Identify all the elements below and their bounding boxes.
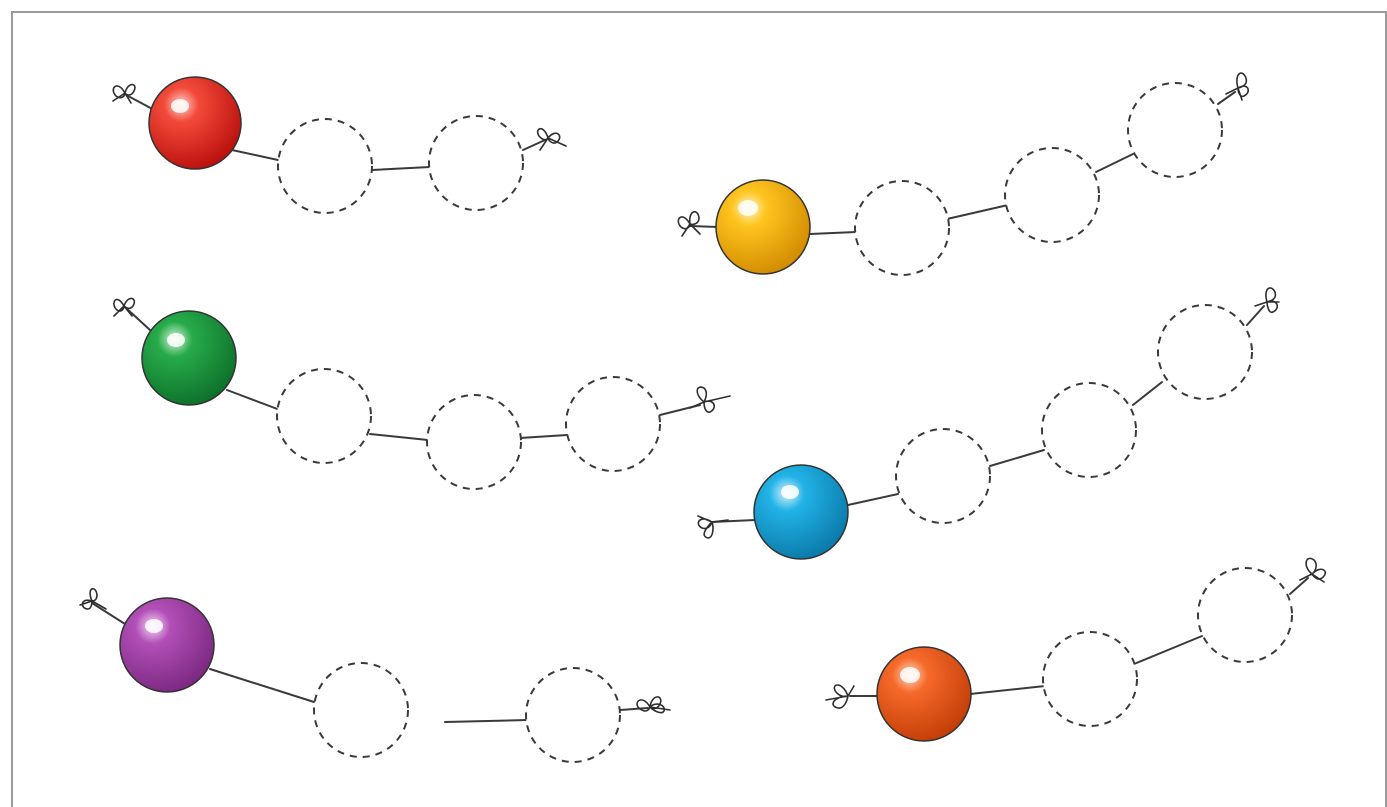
empty-bead-slot[interactable]	[525, 667, 621, 763]
empty-bead-slot[interactable]	[277, 118, 373, 214]
purple-bead-string	[79, 588, 671, 763]
bead-highlight	[781, 485, 799, 499]
string-segment	[226, 389, 281, 411]
yellow-bead	[715, 179, 811, 275]
bow-knot-icon	[79, 588, 107, 610]
purple-bead	[119, 597, 215, 693]
empty-bead-slot[interactable]	[565, 376, 661, 472]
bead-highlight	[738, 200, 758, 216]
red-bead	[148, 76, 242, 170]
bow-knot-icon	[1254, 287, 1280, 314]
empty-bead-slot[interactable]	[895, 428, 991, 524]
string-segment	[1095, 153, 1134, 173]
empty-bead-slot[interactable]	[276, 368, 372, 464]
orange-bead	[876, 646, 972, 742]
bead-highlight	[171, 99, 189, 113]
empty-bead-slot[interactable]	[1041, 382, 1137, 478]
empty-bead-slot[interactable]	[1197, 567, 1293, 663]
green-bead-string	[113, 297, 731, 490]
green-bead	[141, 310, 237, 406]
yellow-bead-string	[677, 72, 1250, 276]
string-segment	[989, 449, 1045, 467]
string-segment	[1246, 305, 1265, 326]
bead-highlight	[167, 333, 185, 347]
empty-bead-slot[interactable]	[313, 662, 409, 758]
empty-bead-slot[interactable]	[428, 115, 524, 211]
bow-knot-icon	[1299, 557, 1327, 583]
red-bead-string	[112, 76, 567, 214]
empty-bead-slot[interactable]	[426, 394, 522, 490]
string-segment	[444, 719, 528, 723]
blue-bead-string	[697, 287, 1280, 560]
bow-knot-icon	[697, 515, 729, 539]
bow-knot-icon	[112, 83, 136, 104]
string-segment	[847, 493, 899, 506]
empty-bead-slot[interactable]	[1004, 147, 1100, 243]
string-segment	[1132, 381, 1163, 406]
string-segment	[946, 204, 1009, 220]
empty-bead-slot[interactable]	[1157, 304, 1253, 400]
string-segment	[519, 434, 568, 439]
string-segment	[91, 602, 126, 625]
orange-bead-string	[825, 557, 1327, 742]
string-segment	[1217, 91, 1236, 105]
string-segment	[125, 307, 151, 331]
string-segment	[1133, 635, 1203, 665]
bow-knot-icon	[113, 297, 136, 317]
bow-knot-icon	[677, 211, 701, 237]
string-segment	[969, 685, 1046, 695]
bow-knot-icon	[636, 696, 671, 714]
string-segment	[371, 166, 431, 171]
bow-knot-icon	[689, 386, 731, 413]
empty-bead-slot[interactable]	[854, 180, 950, 276]
string-segment	[809, 231, 857, 235]
string-segment	[209, 668, 315, 703]
bow-knot-icon	[536, 127, 567, 151]
string-segment	[369, 433, 429, 441]
string-segment	[522, 139, 546, 151]
bead-highlight	[145, 619, 163, 633]
string-segment	[231, 149, 279, 161]
empty-bead-slot[interactable]	[1127, 82, 1223, 178]
blue-bead	[753, 464, 849, 560]
bead-highlight	[900, 667, 920, 683]
string-segment	[1289, 577, 1309, 595]
bow-knot-icon	[825, 684, 855, 709]
string-segment	[619, 707, 649, 711]
bow-knot-icon	[1225, 72, 1250, 101]
empty-bead-slot[interactable]	[1042, 631, 1138, 727]
string-segment	[689, 225, 719, 228]
